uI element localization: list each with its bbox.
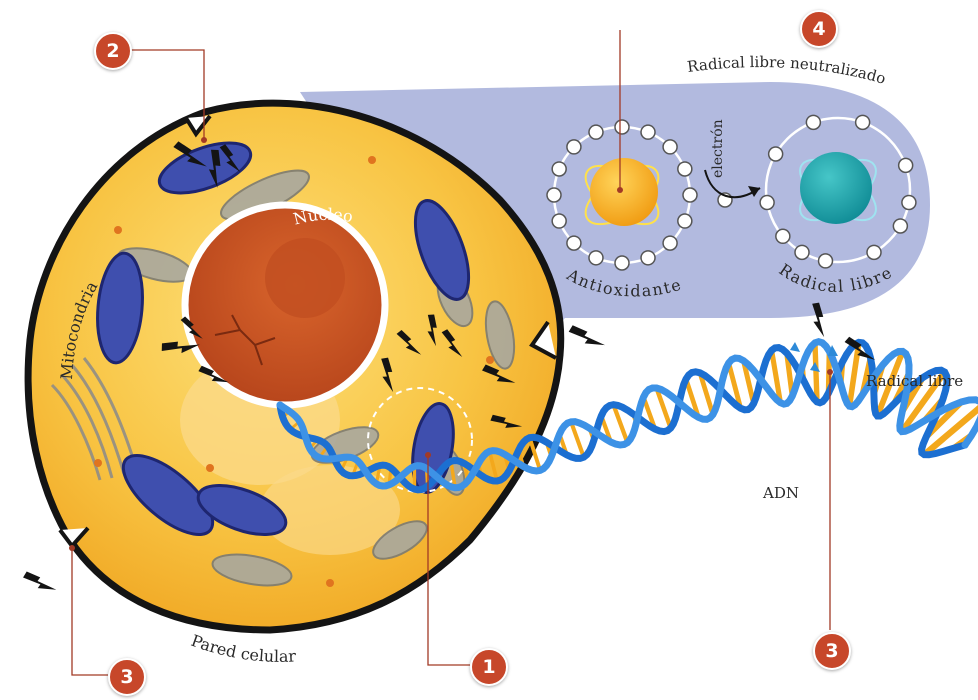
badge-1: 1 xyxy=(470,648,508,686)
electron xyxy=(641,125,655,139)
label-free-radical-dna: Radical libre xyxy=(866,372,963,390)
electron xyxy=(567,140,581,154)
electron xyxy=(795,245,809,259)
label-dna: ADN xyxy=(762,484,799,502)
badge-3-right: 3 xyxy=(813,632,851,670)
electron xyxy=(776,229,790,243)
dna-base-pair xyxy=(815,343,817,402)
electron xyxy=(663,140,677,154)
badge-4: 4 xyxy=(800,10,838,48)
electron xyxy=(641,251,655,265)
lightning-bolt-icon xyxy=(22,564,57,601)
electron xyxy=(760,196,774,210)
electron xyxy=(806,115,820,129)
electron xyxy=(856,115,870,129)
electron xyxy=(867,245,881,259)
electron xyxy=(818,254,832,268)
electron xyxy=(893,219,907,233)
electron xyxy=(615,120,629,134)
lightning-bolt-icon xyxy=(567,318,605,358)
electron xyxy=(663,236,677,250)
nucleolus xyxy=(265,238,345,318)
electron xyxy=(678,214,692,228)
electron xyxy=(683,188,697,202)
electron xyxy=(567,236,581,250)
badge-3-left: 3 xyxy=(108,658,146,696)
electron xyxy=(552,214,566,228)
electron xyxy=(552,162,566,176)
electron xyxy=(547,188,561,202)
badge-2: 2 xyxy=(94,32,132,70)
label-cell-wall: Pared celular xyxy=(189,631,297,666)
label-electron: electrón xyxy=(710,119,726,178)
electron xyxy=(678,162,692,176)
electron xyxy=(615,256,629,270)
electron xyxy=(902,196,916,210)
electron xyxy=(899,158,913,172)
electron xyxy=(589,125,603,139)
electron xyxy=(589,251,603,265)
electron xyxy=(769,147,783,161)
